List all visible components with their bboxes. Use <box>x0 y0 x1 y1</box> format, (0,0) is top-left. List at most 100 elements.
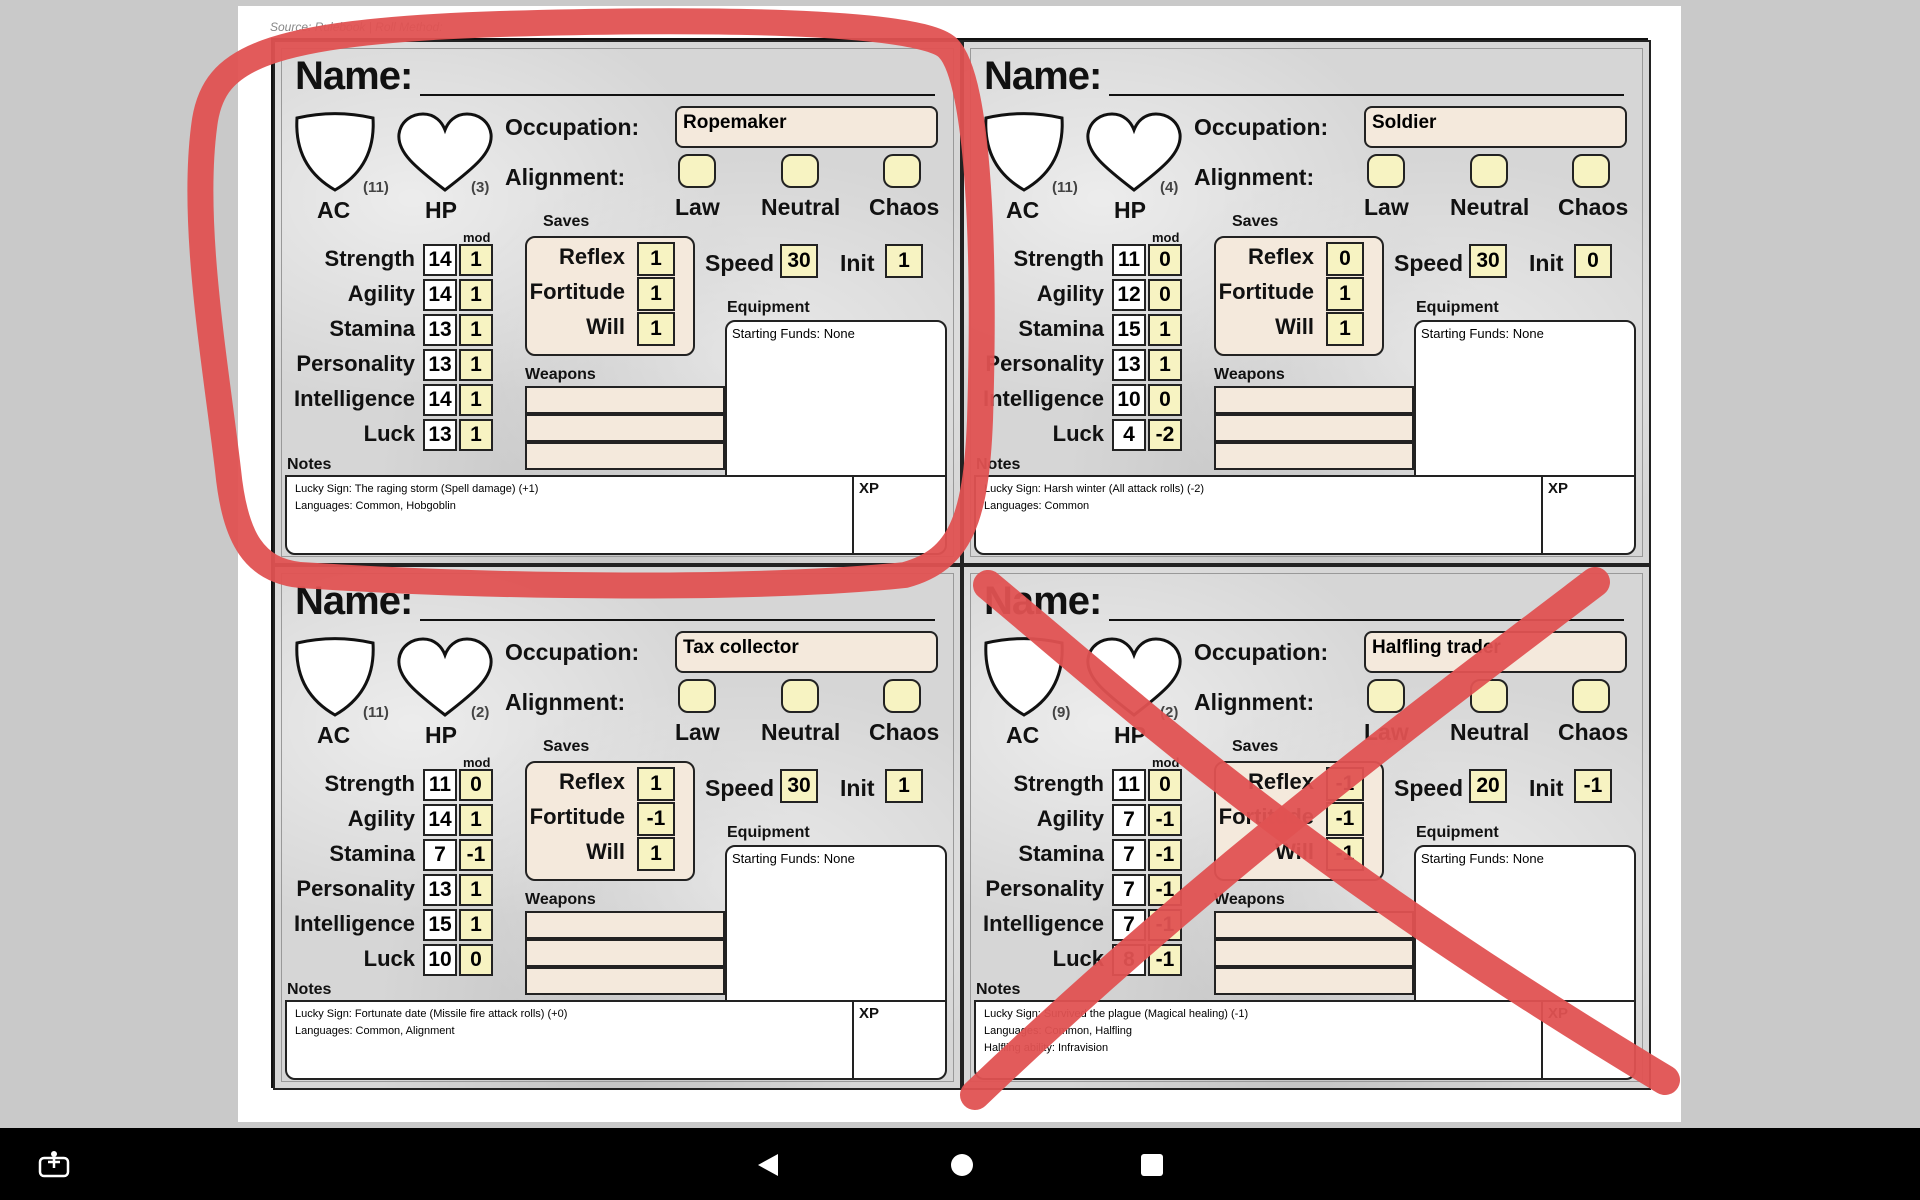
speed-value[interactable]: 30 <box>1469 244 1507 278</box>
speed-value[interactable]: 30 <box>780 244 818 278</box>
stat-score[interactable]: 13 <box>1112 349 1146 381</box>
stat-modifier[interactable]: 1 <box>459 874 493 906</box>
stat-score[interactable]: 10 <box>1112 384 1146 416</box>
stat-score[interactable]: 13 <box>423 349 457 381</box>
speed-value[interactable]: 20 <box>1469 769 1507 803</box>
weapon-slot[interactable] <box>525 939 725 967</box>
stat-modifier[interactable]: -1 <box>1148 874 1182 906</box>
alignment-neutral-checkbox[interactable] <box>781 679 819 713</box>
alignment-chaos-checkbox[interactable] <box>1572 154 1610 188</box>
stat-modifier[interactable]: 1 <box>459 384 493 416</box>
occupation-field[interactable]: Tax collector <box>675 631 938 673</box>
alignment-law-checkbox[interactable] <box>678 154 716 188</box>
stat-score[interactable]: 14 <box>423 384 457 416</box>
equipment-box[interactable]: Starting Funds: None <box>1414 845 1636 1005</box>
stat-modifier[interactable]: -2 <box>1148 419 1182 451</box>
stat-modifier[interactable]: 1 <box>459 804 493 836</box>
stat-modifier[interactable]: 0 <box>1148 384 1182 416</box>
alignment-neutral-checkbox[interactable] <box>1470 154 1508 188</box>
save-will-value[interactable]: 1 <box>637 312 675 346</box>
alignment-neutral-checkbox[interactable] <box>781 154 819 188</box>
weapon-slot[interactable] <box>1214 442 1414 470</box>
speed-value[interactable]: 30 <box>780 769 818 803</box>
save-fortitude-value[interactable]: 1 <box>637 277 675 311</box>
stat-score[interactable]: 15 <box>423 909 457 941</box>
init-value[interactable]: 1 <box>885 244 923 278</box>
occupation-field[interactable]: Ropemaker <box>675 106 938 148</box>
weapon-slot[interactable] <box>525 386 725 414</box>
save-fortitude-value[interactable]: -1 <box>1326 802 1364 836</box>
stat-score[interactable]: 7 <box>1112 874 1146 906</box>
weapon-slot[interactable] <box>1214 911 1414 939</box>
stat-score[interactable]: 15 <box>1112 314 1146 346</box>
stat-modifier[interactable]: 0 <box>1148 279 1182 311</box>
alignment-law-checkbox[interactable] <box>678 679 716 713</box>
stat-score[interactable]: 12 <box>1112 279 1146 311</box>
stat-modifier[interactable]: 0 <box>1148 769 1182 801</box>
stat-score[interactable]: 13 <box>423 874 457 906</box>
weapon-slot[interactable] <box>1214 967 1414 995</box>
save-reflex-value[interactable]: 1 <box>637 767 675 801</box>
equipment-box[interactable]: Starting Funds: None <box>725 845 947 1005</box>
notes-box[interactable]: Lucky Sign: Harsh winter (All attack rol… <box>974 475 1636 555</box>
stat-score[interactable]: 4 <box>1112 419 1146 451</box>
weapon-slot[interactable] <box>525 442 725 470</box>
stat-modifier[interactable]: -1 <box>1148 909 1182 941</box>
weapon-slot[interactable] <box>525 911 725 939</box>
recents-icon[interactable] <box>1140 1153 1164 1182</box>
save-fortitude-value[interactable]: 1 <box>1326 277 1364 311</box>
save-reflex-value[interactable]: -1 <box>1326 767 1364 801</box>
home-icon[interactable] <box>950 1153 974 1182</box>
alignment-law-checkbox[interactable] <box>1367 679 1405 713</box>
alignment-law-checkbox[interactable] <box>1367 154 1405 188</box>
save-will-value[interactable]: -1 <box>1326 837 1364 871</box>
stat-modifier[interactable]: 0 <box>459 769 493 801</box>
name-field[interactable] <box>1109 619 1624 621</box>
stat-modifier[interactable]: 1 <box>1148 314 1182 346</box>
stat-score[interactable]: 14 <box>423 279 457 311</box>
stat-modifier[interactable]: -1 <box>1148 839 1182 871</box>
stat-modifier[interactable]: 1 <box>459 279 493 311</box>
stat-modifier[interactable]: -1 <box>1148 944 1182 976</box>
stat-score[interactable]: 7 <box>1112 804 1146 836</box>
stat-score[interactable]: 11 <box>1112 769 1146 801</box>
stat-modifier[interactable]: 1 <box>459 349 493 381</box>
stat-modifier[interactable]: 0 <box>459 944 493 976</box>
stat-score[interactable]: 13 <box>423 314 457 346</box>
stat-modifier[interactable]: 1 <box>459 314 493 346</box>
weapon-slot[interactable] <box>1214 939 1414 967</box>
stat-score[interactable]: 7 <box>423 839 457 871</box>
weapon-slot[interactable] <box>1214 414 1414 442</box>
stat-score[interactable]: 10 <box>423 944 457 976</box>
save-will-value[interactable]: 1 <box>637 837 675 871</box>
stat-score[interactable]: 14 <box>423 244 457 276</box>
occupation-field[interactable]: Halfling trader <box>1364 631 1627 673</box>
stat-score[interactable]: 11 <box>1112 244 1146 276</box>
stat-score[interactable]: 8 <box>1112 944 1146 976</box>
alignment-chaos-checkbox[interactable] <box>883 679 921 713</box>
stat-modifier[interactable]: -1 <box>1148 804 1182 836</box>
stat-modifier[interactable]: 1 <box>459 244 493 276</box>
occupation-field[interactable]: Soldier <box>1364 106 1627 148</box>
stat-score[interactable]: 14 <box>423 804 457 836</box>
alignment-chaos-checkbox[interactable] <box>1572 679 1610 713</box>
stat-modifier[interactable]: -1 <box>459 839 493 871</box>
stat-modifier[interactable]: 0 <box>1148 244 1182 276</box>
notes-box[interactable]: Lucky Sign: Survived the plague (Magical… <box>974 1000 1636 1080</box>
save-fortitude-value[interactable]: -1 <box>637 802 675 836</box>
back-icon[interactable] <box>756 1152 780 1183</box>
equipment-box[interactable]: Starting Funds: None <box>1414 320 1636 480</box>
alignment-chaos-checkbox[interactable] <box>883 154 921 188</box>
save-reflex-value[interactable]: 1 <box>637 242 675 276</box>
name-field[interactable] <box>1109 94 1624 96</box>
init-value[interactable]: -1 <box>1574 769 1612 803</box>
save-will-value[interactable]: 1 <box>1326 312 1364 346</box>
stat-score[interactable]: 13 <box>423 419 457 451</box>
name-field[interactable] <box>420 94 935 96</box>
alignment-neutral-checkbox[interactable] <box>1470 679 1508 713</box>
stat-modifier[interactable]: 1 <box>1148 349 1182 381</box>
stat-score[interactable]: 11 <box>423 769 457 801</box>
equipment-box[interactable]: Starting Funds: None <box>725 320 947 480</box>
notes-box[interactable]: Lucky Sign: The raging storm (Spell dama… <box>285 475 947 555</box>
init-value[interactable]: 0 <box>1574 244 1612 278</box>
